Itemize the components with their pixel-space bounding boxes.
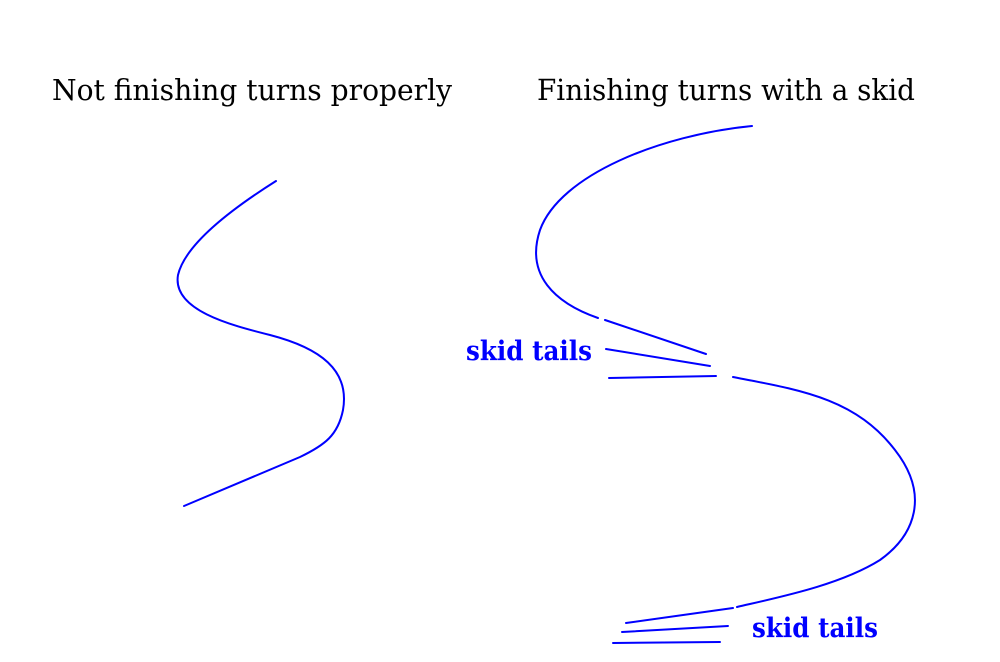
right-panel-title: Finishing turns with a skid [537,73,915,107]
skid-tail-line [608,375,717,379]
skid-tail-line [621,625,729,633]
skid-tails-label-lower: skid tails [752,613,878,644]
skid-tail-line [625,607,734,624]
unfinished-turns-path [176,180,345,507]
skid-tail-line [605,348,711,367]
skid-turn-path-upper [535,125,753,319]
skid-tail-line [604,319,707,355]
left-panel-title: Not finishing turns properly [52,73,453,107]
skid-tails-label-upper: skid tails [466,336,592,367]
skid-turn-path-lower [732,376,916,608]
skid-tail-line [612,641,721,644]
